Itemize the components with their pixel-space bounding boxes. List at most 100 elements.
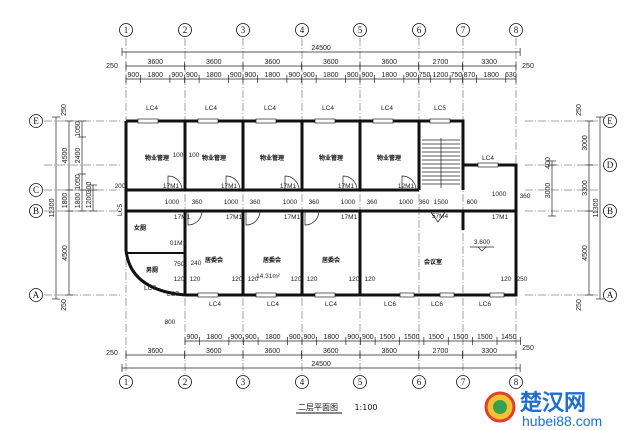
svg-text:250: 250 — [576, 104, 583, 116]
dimension-value: 900 — [347, 72, 359, 79]
window-label: LC4 — [264, 105, 276, 112]
svg-text:17M1: 17M1 — [341, 214, 358, 221]
svg-text:17M1: 17M1 — [174, 214, 191, 221]
svg-text:17M1: 17M1 — [226, 214, 243, 221]
dimension-value: 900 — [230, 334, 242, 341]
dimension-value: 3600 — [381, 348, 397, 355]
dimension-value: 11300 — [593, 198, 600, 217]
window-label: LC4 — [146, 105, 158, 112]
axis-bubble — [29, 114, 43, 128]
room-name: 居委会 — [205, 256, 224, 264]
window-label: LC4 — [267, 301, 279, 308]
window-label: LC6 — [479, 301, 491, 308]
axis-label: 8 — [514, 377, 519, 387]
axis-bubble — [456, 375, 470, 389]
dimension-value: 900 — [303, 72, 315, 79]
svg-text:800: 800 — [165, 319, 176, 326]
svg-text:100: 100 — [189, 152, 200, 159]
dimension-value: 1800 — [62, 193, 69, 209]
axis-bubble — [119, 375, 133, 389]
axis-label: 5 — [358, 377, 363, 387]
axis-label: 6 — [417, 377, 422, 387]
axis-bubble — [236, 375, 250, 389]
dimension-value: 2700 — [433, 348, 449, 355]
watermark-logo: 楚汉网 hubei88.com — [484, 391, 602, 429]
axis-bubble — [119, 23, 133, 37]
dimension-value: 11300 — [49, 198, 56, 217]
elevation-mark: 3.600 — [474, 239, 491, 246]
svg-text:360: 360 — [520, 193, 531, 200]
dimension-value: 3600 — [147, 348, 163, 355]
dimension-value: 1800 — [206, 334, 222, 341]
axis-bubble — [412, 375, 426, 389]
dimension-value: 1800 — [206, 72, 222, 79]
svg-text:200: 200 — [115, 183, 126, 190]
svg-text:240: 240 — [191, 260, 202, 267]
dimension-value: 900 — [186, 72, 198, 79]
dimension-value: 3000 — [582, 135, 589, 151]
dimension-value: 250 — [106, 350, 118, 357]
axis-label: E — [33, 116, 39, 126]
dimension-value: 300 — [86, 182, 93, 194]
dimension-value: 900 — [245, 334, 257, 341]
svg-text:120: 120 — [349, 276, 360, 283]
svg-text:120: 120 — [291, 276, 302, 283]
room-name: 男厕 — [146, 266, 158, 274]
dimension-value: 900 — [289, 334, 301, 341]
svg-text:17M1: 17M1 — [338, 183, 355, 190]
svg-text:360: 360 — [309, 199, 320, 206]
room-labels: 物业管理 物业管理 物业管理 物业管理 物业管理 居委会 居委会 居委会 会议室… — [134, 154, 494, 280]
svg-text:1000: 1000 — [224, 199, 239, 206]
dimension-value: 1800 — [264, 72, 280, 79]
window-label: LC4 — [209, 301, 221, 308]
svg-text:120: 120 — [501, 276, 512, 283]
axis-bubble — [29, 288, 43, 302]
dimension-value: 3600 — [323, 348, 339, 355]
axis-bubble — [456, 23, 470, 37]
room-name: 物业管理 — [260, 154, 284, 162]
dimension-value: 1500 — [428, 334, 444, 341]
axis-label: 6 — [417, 25, 422, 35]
axis-label: 3 — [241, 25, 246, 35]
axis-bubble — [29, 183, 43, 197]
dimension-value: 4500 — [62, 148, 69, 164]
svg-text:250: 250 — [61, 104, 68, 116]
drawing-title: 二层平面图 1:100 — [296, 403, 378, 414]
svg-text:250: 250 — [576, 299, 583, 311]
window-label: LC6 — [431, 301, 443, 308]
dimension-value: 1500 — [380, 334, 396, 341]
room-name: 居委会 — [263, 256, 282, 264]
axis-bubble — [509, 375, 523, 389]
axis-bubble — [178, 375, 192, 389]
room-name: 物业管理 — [145, 154, 169, 162]
window-label: LC4 — [482, 155, 494, 162]
walls — [124, 119, 518, 297]
window-label: LC5 — [434, 105, 446, 112]
window-label: LC7 — [144, 285, 156, 292]
axis-label: C — [33, 185, 39, 195]
dimension-value: 900 — [303, 334, 315, 341]
dimension-value: 1800 — [483, 72, 499, 79]
room-name: 居委会 — [322, 256, 341, 264]
room-name: 物业管理 — [377, 154, 401, 162]
svg-text:100: 100 — [173, 152, 184, 159]
axis-label: 3 — [241, 377, 246, 387]
svg-text:17M1: 17M1 — [492, 214, 509, 221]
window-label: LC6 — [384, 301, 396, 308]
svg-text:17M1: 17M1 — [284, 214, 301, 221]
svg-text:250: 250 — [517, 276, 528, 283]
svg-text:17M1: 17M1 — [221, 183, 238, 190]
axis-bubble — [603, 158, 617, 172]
dimension-value: 3600 — [323, 59, 339, 66]
svg-text:1000: 1000 — [399, 199, 414, 206]
svg-text:楚汉网: 楚汉网 — [520, 391, 586, 416]
axis-label: D — [607, 160, 614, 170]
svg-text:120: 120 — [190, 276, 201, 283]
dimension-value: 3600 — [147, 59, 163, 66]
dimension-value: 250 — [522, 63, 534, 70]
dimension-value: 1050 — [75, 121, 82, 137]
svg-text:120: 120 — [232, 276, 243, 283]
axis-label: A — [33, 290, 40, 300]
